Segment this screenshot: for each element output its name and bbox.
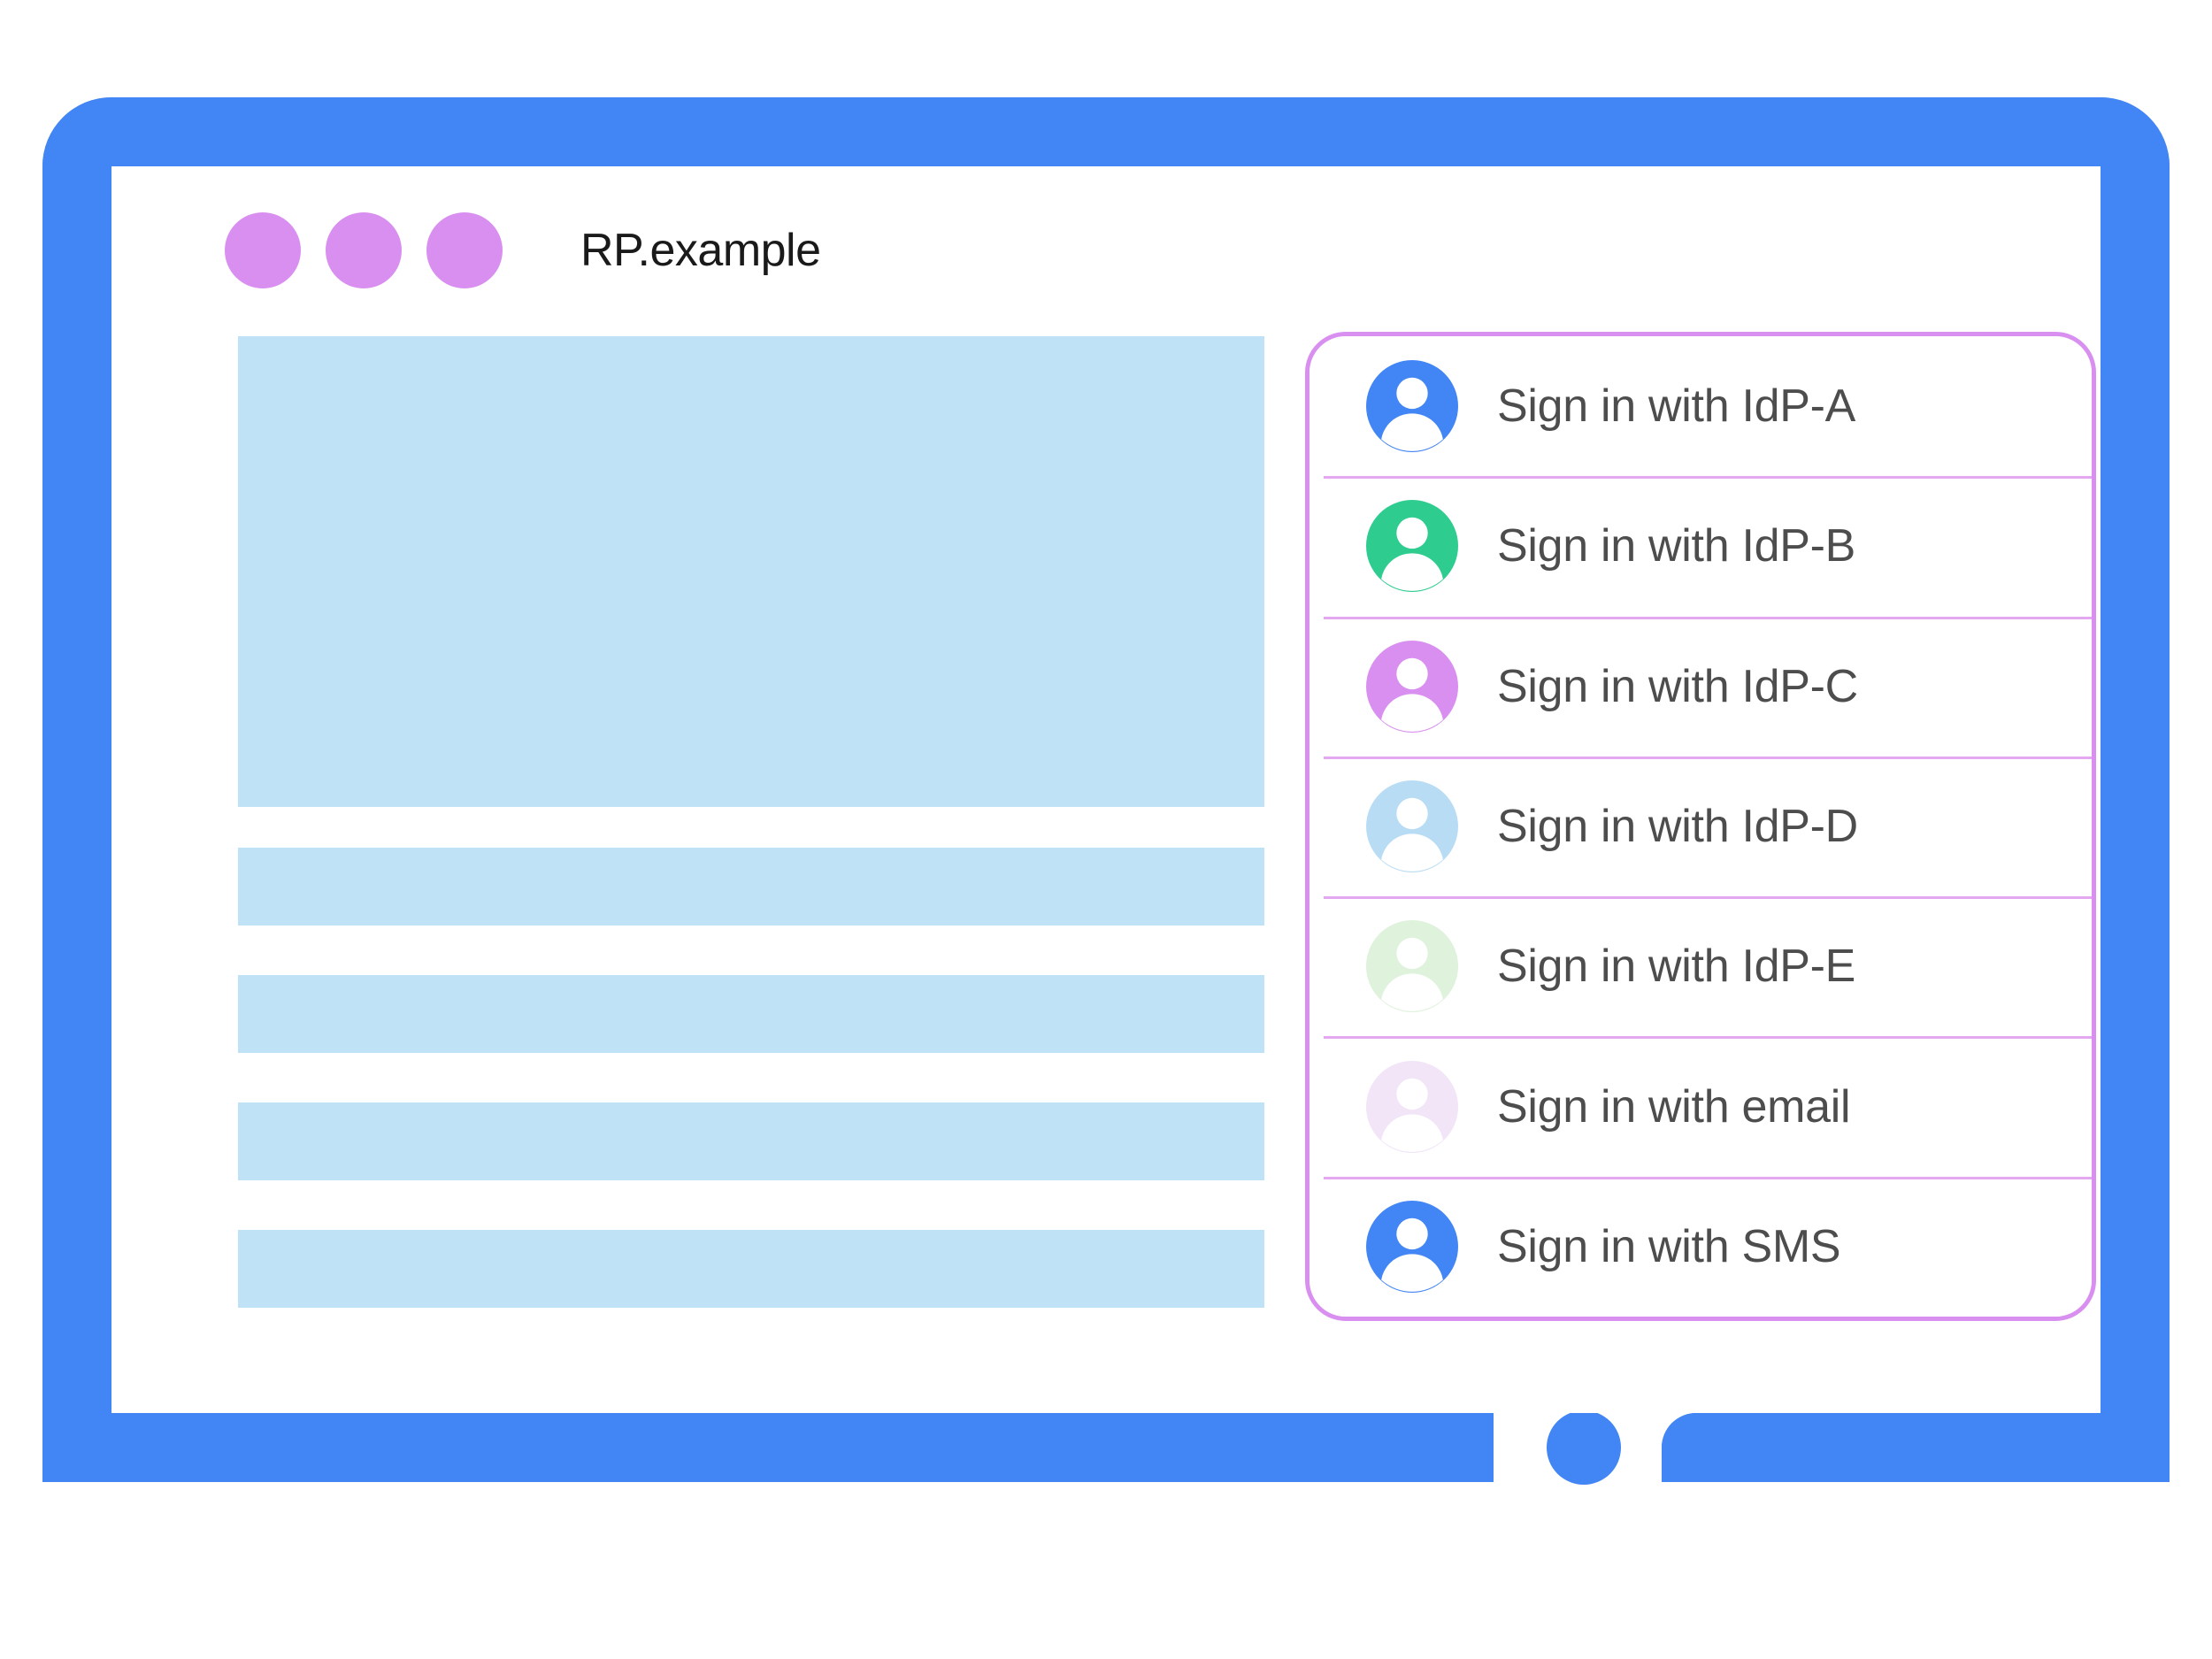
signin-option-1[interactable]: Sign in with IdP-A [1310,336,2092,477]
device-bezel-bottom-left [42,1413,1494,1482]
home-button[interactable] [1547,1410,1621,1485]
signin-option-6[interactable]: Sign in with email [1310,1036,2092,1177]
signin-option-label: Sign in with IdP-D [1497,800,1858,852]
text-bar-3 [238,1102,1264,1180]
signin-dialog: Sign in with IdP-A Sign in with IdP-B Sign… [1305,332,2096,1321]
person-avatar-icon [1366,360,1458,453]
signin-option-4[interactable]: Sign in with IdP-D [1310,756,2092,897]
signin-option-list: Sign in with IdP-A Sign in with IdP-B Sign… [1310,336,2092,1317]
text-bar-2 [238,975,1264,1053]
window-dot-maximize-icon[interactable] [426,212,503,288]
titlebar: RP.example [111,166,2101,334]
window-dot-minimize-icon[interactable] [326,212,402,288]
person-avatar-icon [1366,1060,1458,1153]
signin-option-2[interactable]: Sign in with IdP-B [1310,476,2092,617]
signin-option-label: Sign in with IdP-B [1497,520,1856,572]
signin-option-label: Sign in with SMS [1497,1220,1841,1272]
signin-option-7[interactable]: Sign in with SMS [1310,1176,2092,1317]
hero-block [238,336,1264,807]
page-content-placeholders [238,336,1264,1308]
signin-option-label: Sign in with IdP-C [1497,660,1858,712]
person-avatar-icon [1366,500,1458,593]
signin-option-5[interactable]: Sign in with IdP-E [1310,896,2092,1037]
page-title: RP.example [580,225,821,276]
signin-option-label: Sign in with IdP-A [1497,380,1856,433]
text-bar-4 [238,1230,1264,1308]
person-avatar-icon [1366,780,1458,872]
device-bezel-bottom-right [1662,1413,2170,1482]
text-bar-1 [238,848,1264,926]
signin-option-label: Sign in with email [1497,1080,1851,1133]
signin-option-label: Sign in with IdP-E [1497,941,1856,993]
person-avatar-icon [1366,920,1458,1013]
signin-option-3[interactable]: Sign in with IdP-C [1310,616,2092,757]
person-avatar-icon [1366,640,1458,733]
window-dot-close-icon[interactable] [225,212,301,288]
person-avatar-icon [1366,1200,1458,1293]
